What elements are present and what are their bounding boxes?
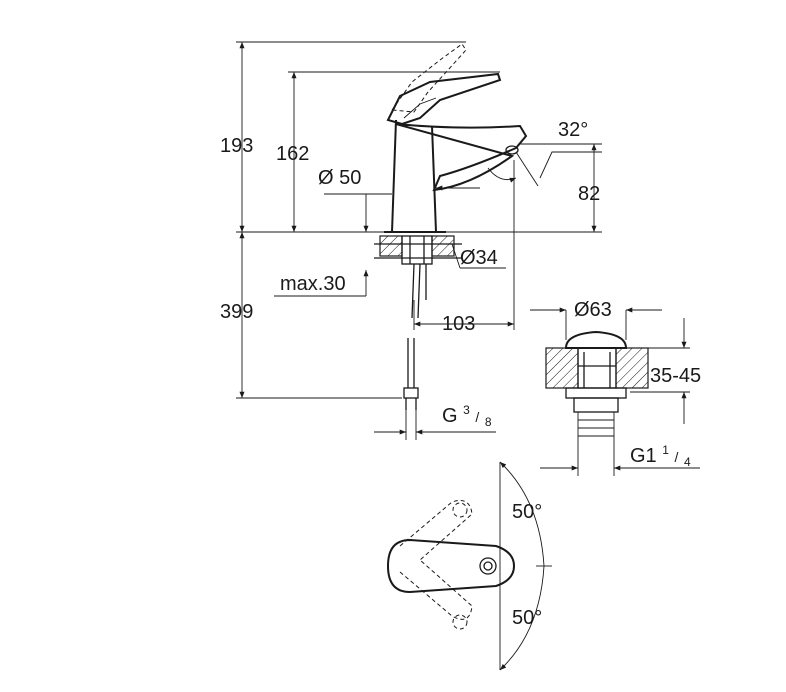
lever-raised-outline xyxy=(391,43,467,113)
spout xyxy=(395,123,528,192)
waste-valve xyxy=(545,330,649,440)
label-waste-thread: G1 1 / 4 xyxy=(630,437,691,469)
faucet-side-view xyxy=(384,43,528,233)
label-lever-angle-upper: 50° xyxy=(512,501,542,523)
lever xyxy=(386,72,502,126)
label-deck-thickness: max.30 xyxy=(280,273,346,295)
label-hole-diameter: Ø34 xyxy=(460,247,498,269)
label-waste-diameter: Ø63 xyxy=(574,299,612,321)
label-spout-angle: 32° xyxy=(558,119,588,141)
label-spout-height: 162 xyxy=(276,143,309,165)
mounting-section xyxy=(374,235,462,410)
label-outlet-height: 82 xyxy=(578,183,600,205)
label-total-height: 193 xyxy=(220,135,253,157)
label-connection-thread: G 3 / 8 xyxy=(442,397,492,429)
label-hose-length: 399 xyxy=(220,301,253,323)
top-view xyxy=(386,461,552,671)
label-spout-reach: 103 xyxy=(442,313,475,335)
label-lever-angle-lower: 50° xyxy=(512,607,542,629)
lever-top xyxy=(386,538,516,594)
label-body-diameter: Ø 50 xyxy=(318,167,361,189)
label-waste-deck-range: 35-45 xyxy=(650,365,701,387)
faucet-body xyxy=(391,119,437,233)
